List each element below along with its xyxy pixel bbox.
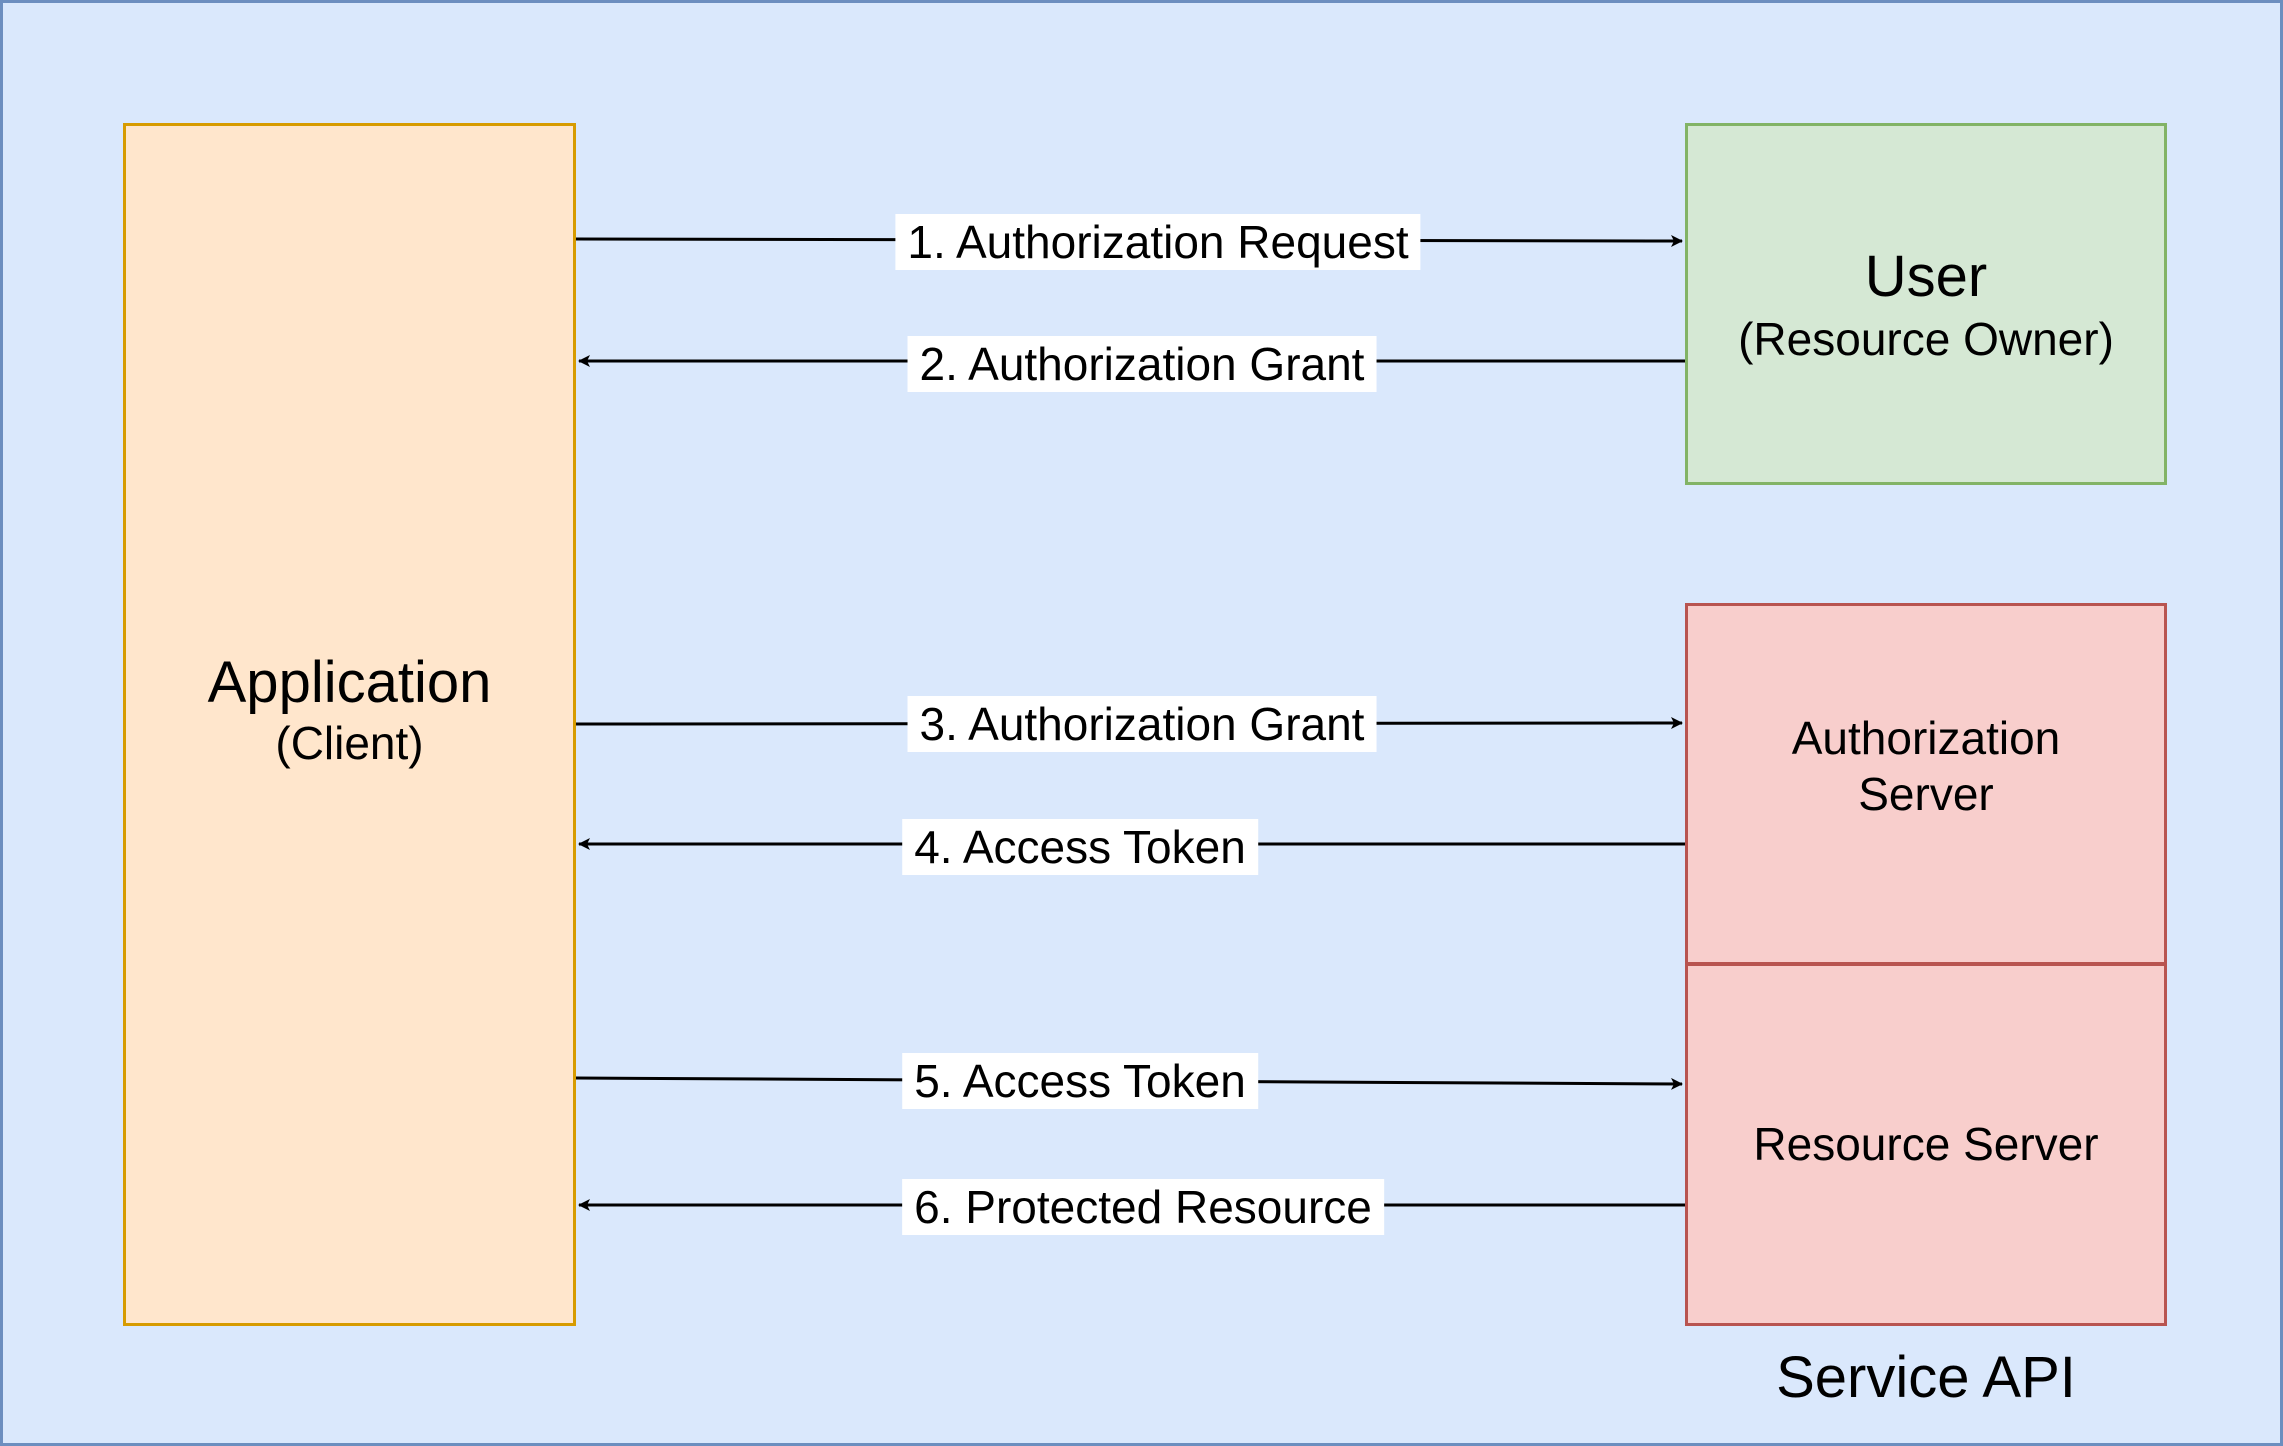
user-subtitle: (Resource Owner) <box>1738 313 2114 365</box>
resource-server-node: Resource Server <box>1685 963 2167 1326</box>
flow-4-label: 4. Access Token <box>902 819 1258 875</box>
flow-6-label: 6. Protected Resource <box>902 1179 1384 1235</box>
service-api-label: Service API <box>1776 1345 2076 1410</box>
flow-2-label: 2. Authorization Grant <box>907 336 1377 392</box>
flow-3-label: 3. Authorization Grant <box>907 696 1377 752</box>
application-label-group: Application (Client) <box>208 650 492 770</box>
application-subtitle: (Client) <box>275 716 424 769</box>
application-title: Application <box>207 649 492 715</box>
resource-server-label: Resource Server <box>1753 1117 2099 1170</box>
authorization-server-label: Authorization Server <box>1791 712 2061 820</box>
flow-1-label: 1. Authorization Request <box>895 214 1421 270</box>
application-node: Application (Client) <box>123 123 576 1326</box>
flow-5-label: 5. Access Token <box>902 1053 1258 1109</box>
user-title: User <box>1864 244 1988 309</box>
user-node: User (Resource Owner) <box>1685 123 2167 485</box>
